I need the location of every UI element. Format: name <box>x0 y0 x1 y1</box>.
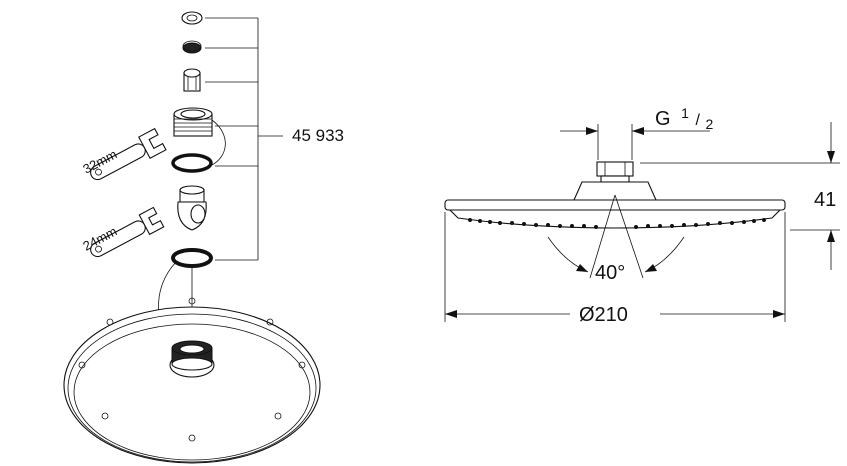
threaded-nut <box>173 107 226 167</box>
ball-joint <box>177 185 207 231</box>
wrench-32mm <box>90 127 167 181</box>
part-leader-lines <box>205 17 283 261</box>
shower-head-profile <box>444 161 786 229</box>
thread-label-prefix: G <box>655 108 671 130</box>
height-dimension <box>640 122 840 270</box>
spray-angle-label: 40° <box>595 262 625 284</box>
diameter-dimension <box>444 212 786 322</box>
thread-label: G 1 / 2 <box>655 101 714 132</box>
flow-restrictor <box>183 68 201 92</box>
thread-label-denominator: 2 <box>706 116 714 132</box>
filter-screen <box>182 40 202 54</box>
seal-ring <box>171 248 213 268</box>
disc-hub <box>169 340 215 378</box>
wrench-24mm <box>90 206 165 258</box>
side-view: G 1 / 2 41 <box>444 101 840 326</box>
o-ring <box>171 153 213 173</box>
shower-head-disc <box>63 297 321 464</box>
disc-screws <box>78 297 306 442</box>
thread-dimension <box>560 124 710 160</box>
exploded-view: 45 933 <box>63 11 344 464</box>
washer-top <box>181 11 203 25</box>
spray-nozzles <box>468 218 766 229</box>
thread-label-slash: / <box>695 112 700 129</box>
part-number-label: 45 933 <box>292 126 344 145</box>
thread-label-numerator: 1 <box>681 105 689 121</box>
diameter-label: Ø210 <box>579 304 628 326</box>
spray-angle-indicator <box>547 194 685 279</box>
height-label: 41 <box>814 189 836 211</box>
